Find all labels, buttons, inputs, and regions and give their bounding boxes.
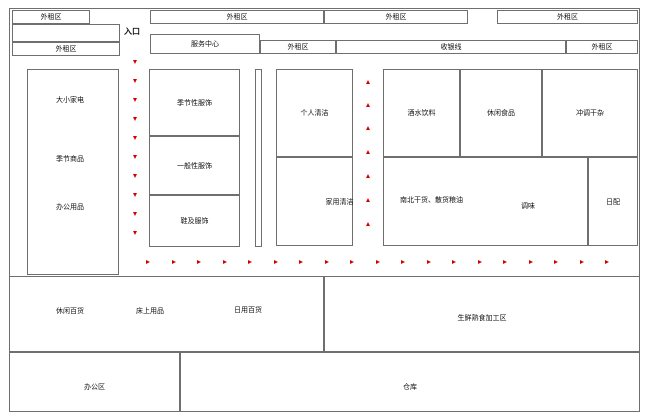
zone-label: 服务中心 bbox=[191, 40, 219, 48]
flow-arrow-right bbox=[274, 260, 278, 264]
zone-office-area: 办公区 bbox=[9, 352, 180, 412]
flow-arrow-right bbox=[376, 260, 380, 264]
flow-arrow-right bbox=[554, 260, 558, 264]
narrow-shelf bbox=[255, 69, 262, 247]
zone-outer-rent-6: 外租区 bbox=[260, 40, 336, 54]
flow-arrow-up bbox=[366, 198, 370, 202]
zone-seasonal-goods: 季节商品 bbox=[56, 155, 84, 163]
zone-outer-rent-7: 外租区 bbox=[566, 40, 638, 54]
zone-label: 季节性服饰 bbox=[177, 98, 212, 107]
zone-daily-goods: 日用百货 bbox=[234, 306, 262, 314]
flow-arrow-right bbox=[580, 260, 584, 264]
zone-leisure-goods: 休闲百货 bbox=[56, 307, 84, 315]
flow-arrow-down bbox=[133, 98, 137, 102]
zone-general-clothing: 一般性服饰 bbox=[149, 136, 240, 195]
flow-arrow-right bbox=[172, 260, 176, 264]
zone-label: 一般性服饰 bbox=[177, 161, 212, 170]
zone-fresh-processing: 生鲜熟食加工区 bbox=[324, 276, 640, 352]
flow-arrow-right bbox=[248, 260, 252, 264]
zone-label: 仓库 bbox=[403, 383, 417, 391]
flow-arrow-up bbox=[366, 222, 370, 226]
zone-shoes-accessories: 鞋及服饰 bbox=[149, 195, 240, 247]
zone-label: 家用清洁 bbox=[325, 197, 354, 206]
zone-water-drinks: 酒水饮料 bbox=[383, 69, 460, 157]
zone-home-cleaning: 家用清洁 bbox=[276, 157, 354, 246]
zone-label: 冲调干杂 bbox=[576, 109, 604, 117]
zone-service-center: 服务中心 bbox=[150, 34, 260, 54]
flow-arrow-right bbox=[478, 260, 482, 264]
zone-label: 外租区 bbox=[287, 43, 309, 51]
flow-arrow-down bbox=[133, 155, 137, 159]
zone-label: 生鲜熟食加工区 bbox=[457, 314, 507, 322]
zone-label: 日配 bbox=[606, 197, 620, 206]
zone-outer-rent-4: 外租区 bbox=[497, 10, 638, 24]
zone-bedding: 床上用品 bbox=[136, 307, 164, 315]
zone-outer-rent-3: 外租区 bbox=[324, 10, 468, 24]
zone-label: 鞋及服饰 bbox=[180, 217, 209, 225]
flow-arrow-down bbox=[133, 231, 137, 235]
zone-outer-rent-1: 外租区 bbox=[12, 10, 90, 24]
flow-arrow-up bbox=[366, 80, 370, 84]
flow-arrow-right bbox=[401, 260, 405, 264]
zone-left-block bbox=[27, 69, 119, 275]
flow-arrow-down bbox=[133, 117, 137, 121]
zone-checkout: 收银线 bbox=[336, 40, 566, 54]
entrance-label: 入口 bbox=[124, 27, 140, 36]
zone-snack-foods: 休闲食品 bbox=[460, 69, 542, 157]
flow-arrow-down bbox=[133, 60, 137, 64]
zone-label: 收银线 bbox=[440, 43, 462, 51]
zone-outer-rent-2: 外租区 bbox=[150, 10, 324, 24]
zone-small-appliances: 大小家电 bbox=[56, 96, 84, 104]
zone-warehouse: 仓库 bbox=[180, 352, 640, 412]
zone-office-supplies: 办公用品 bbox=[56, 203, 84, 211]
zone-outer-rent-5 bbox=[12, 24, 120, 42]
flow-arrow-up bbox=[366, 103, 370, 107]
zone-daily-supplies: 日配 bbox=[588, 157, 638, 246]
flow-arrow-right bbox=[350, 260, 354, 264]
zone-label: 外租区 bbox=[55, 45, 77, 53]
zone-label: 休闲食品 bbox=[487, 109, 515, 117]
zone-instant-foods: 冲调干杂 bbox=[542, 69, 638, 157]
zone-label: 外租区 bbox=[557, 13, 578, 21]
flow-arrow-right bbox=[146, 260, 150, 264]
flow-arrow-right bbox=[299, 260, 303, 264]
flow-arrow-down bbox=[133, 193, 137, 197]
zone-seasonal-clothing: 季节性服饰 bbox=[149, 69, 240, 136]
zone-label: 外租区 bbox=[226, 13, 248, 21]
flow-arrow-down bbox=[133, 79, 137, 83]
zone-label: 外租区 bbox=[385, 13, 407, 21]
zone-label: 酒水饮料 bbox=[407, 109, 436, 117]
zone-dried-goods: 南北干货、散货粮油 bbox=[400, 196, 463, 204]
flow-arrow-right bbox=[427, 260, 431, 264]
zone-condiments: 调味 bbox=[521, 202, 535, 210]
flow-arrow-down bbox=[133, 212, 137, 216]
zone-label: 办公区 bbox=[84, 383, 105, 391]
zone-personal-care: 个人清洁 bbox=[276, 69, 353, 157]
zone-dried-goods-block bbox=[383, 157, 588, 246]
flow-arrow-right bbox=[197, 260, 201, 264]
zone-label: 外租区 bbox=[591, 43, 613, 51]
zone-outer-rent-5b: 外租区 bbox=[12, 42, 120, 56]
flow-arrow-right bbox=[223, 260, 227, 264]
flow-arrow-right bbox=[325, 260, 329, 264]
zone-bottom-left-block bbox=[9, 276, 324, 352]
flow-arrow-right bbox=[605, 260, 609, 264]
flow-arrow-up bbox=[366, 150, 370, 154]
flow-arrow-right bbox=[529, 260, 533, 264]
zone-label: 外租区 bbox=[40, 13, 62, 21]
flow-arrow-down bbox=[133, 174, 137, 178]
flow-arrow-down bbox=[133, 136, 137, 140]
flow-arrow-right bbox=[503, 260, 507, 264]
flow-arrow-up bbox=[366, 126, 370, 130]
zone-label: 个人清洁 bbox=[300, 109, 329, 117]
flow-arrow-up bbox=[366, 174, 370, 178]
flow-arrow-right bbox=[452, 260, 456, 264]
